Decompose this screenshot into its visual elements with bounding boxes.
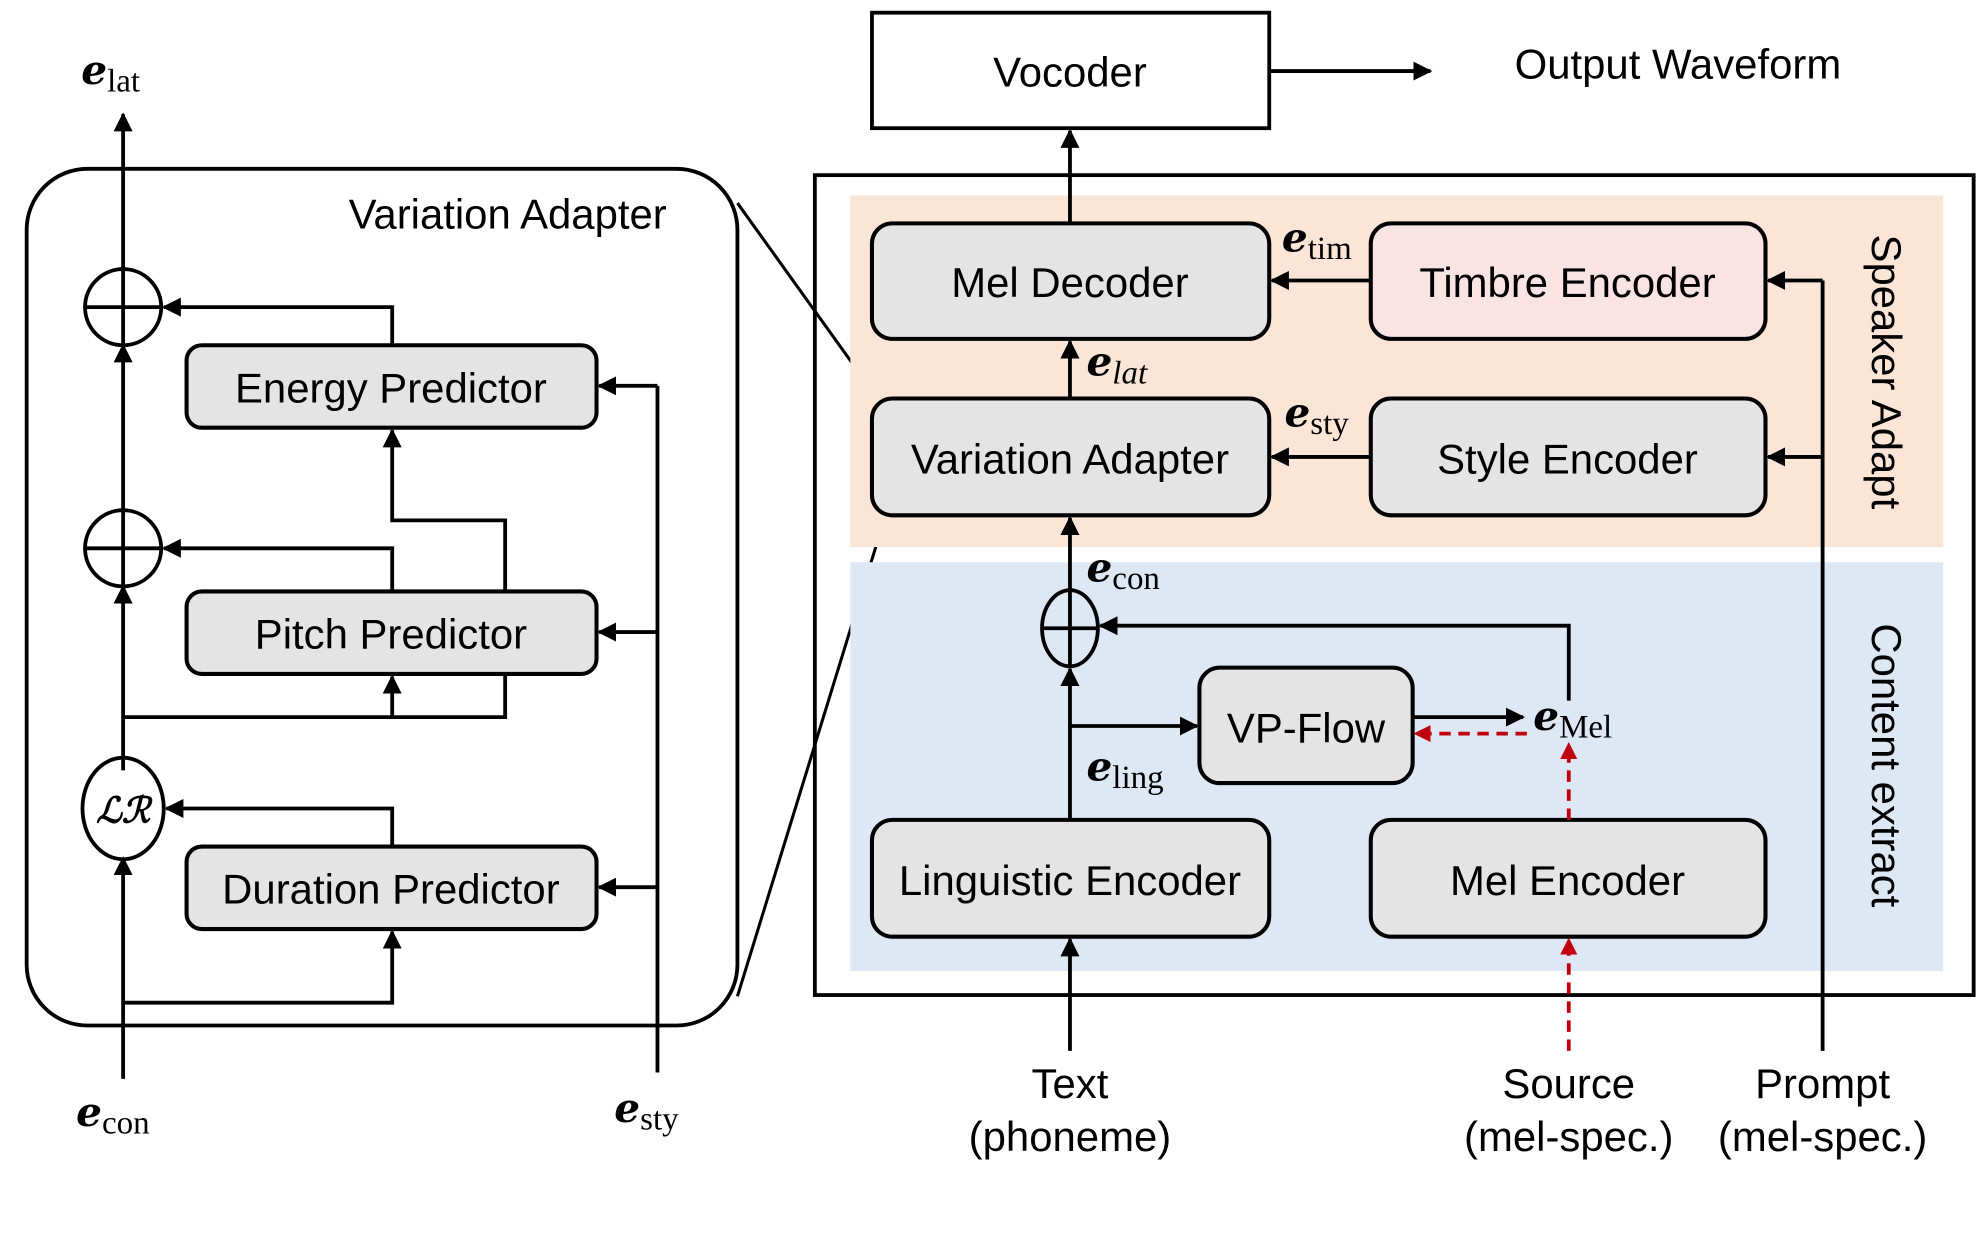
- speaker-adapt-label: Speaker Adapt: [1863, 235, 1910, 510]
- timbre-encoder-block: Timbre Encoder: [1368, 221, 1768, 341]
- length-regulator-node: ℒℛ: [80, 755, 166, 862]
- e-mel-label: eMel: [1533, 692, 1612, 746]
- svg-text:Source: Source: [1502, 1060, 1635, 1107]
- svg-text:VP-Flow: VP-Flow: [1227, 704, 1386, 751]
- model-frame: [812, 173, 1976, 997]
- detail-output-label: elat: [81, 46, 140, 100]
- style-encoder-block: Style Encoder: [1368, 396, 1768, 518]
- content-extract-label: Content extract: [1863, 623, 1910, 907]
- add-node-energy: [83, 267, 164, 348]
- svg-text:Prompt: Prompt: [1755, 1060, 1890, 1107]
- svg-text:Mel Encoder: Mel Encoder: [1450, 857, 1685, 904]
- svg-text:Linguistic Encoder: Linguistic Encoder: [899, 857, 1241, 904]
- source-input-label: Source (mel-spec.): [1464, 1060, 1673, 1160]
- svg-text:Mel Decoder: Mel Decoder: [951, 259, 1188, 306]
- detail-panel-frame: [24, 166, 740, 1028]
- e-sty-label: esty: [1284, 388, 1349, 442]
- duration-predictor-block: Duration Predictor: [184, 844, 599, 932]
- e-lat-label: elat: [1086, 338, 1148, 392]
- duration-to-lr-arrow: [164, 798, 395, 847]
- detail-style-input-label: esty: [614, 1084, 679, 1138]
- variation-adapter-block: Variation Adapter: [869, 396, 1272, 518]
- output-waveform-label: Output Waveform: [1515, 41, 1842, 88]
- svg-text:Text: Text: [1032, 1060, 1109, 1107]
- svg-text:Duration Predictor: Duration Predictor: [222, 866, 560, 913]
- e-ling-label: eling: [1086, 743, 1163, 797]
- svg-text:ℒℛ: ℒℛ: [96, 790, 154, 831]
- detail-panel-title: Variation Adapter: [349, 190, 667, 237]
- add-node-pitch: [83, 508, 164, 589]
- pitch-bypass-to-energy: [392, 673, 508, 719]
- svg-text:Pitch Predictor: Pitch Predictor: [255, 611, 527, 658]
- variation-adapter-detail-panel: Variation Adapter ℒℛ Energy Predictor: [24, 46, 888, 1142]
- svg-text:(phoneme): (phoneme): [969, 1113, 1172, 1160]
- text-input-label: Text (phoneme): [969, 1060, 1172, 1160]
- svg-text:Timbre Encoder: Timbre Encoder: [1419, 259, 1715, 306]
- vp-flow-block: VP-Flow: [1197, 665, 1415, 786]
- detail-content-input-label: econ: [76, 1088, 149, 1142]
- energy-predictor-block: Energy Predictor: [184, 343, 599, 430]
- emel-to-add-arrow: [1098, 616, 1571, 701]
- pitch-predictor-block: Pitch Predictor: [184, 589, 599, 676]
- spine-to-duration-arrow: [123, 929, 402, 1005]
- spine-to-pitch-arrow: [123, 674, 402, 719]
- energy-to-add-arrow: [161, 297, 395, 346]
- add-node-content: [1040, 588, 1100, 669]
- vocoder-block: Vocoder: [870, 10, 1272, 131]
- pitch-to-add-arrow: [161, 538, 395, 592]
- prompt-input-label: Prompt (mel-spec.): [1718, 1060, 1927, 1160]
- svg-text:Energy Predictor: Energy Predictor: [235, 364, 547, 411]
- pitch-to-energy-arrow: [382, 428, 508, 592]
- main-architecture: Vocoder Output Waveform Speaker Adapt Co…: [812, 10, 1976, 1160]
- linguistic-encoder-block: Linguistic Encoder: [869, 817, 1272, 939]
- svg-text:Style Encoder: Style Encoder: [1437, 435, 1698, 482]
- e-tim-label: etim: [1282, 213, 1352, 267]
- mel-encoder-block: Mel Encoder: [1368, 817, 1768, 939]
- e-con-label: econ: [1086, 543, 1159, 597]
- svg-text:Variation Adapter: Variation Adapter: [911, 435, 1229, 482]
- svg-text:(mel-spec.): (mel-spec.): [1464, 1113, 1673, 1160]
- svg-text:(mel-spec.): (mel-spec.): [1718, 1113, 1927, 1160]
- svg-text:Vocoder: Vocoder: [993, 48, 1147, 95]
- mel-decoder-block: Mel Decoder: [869, 221, 1272, 341]
